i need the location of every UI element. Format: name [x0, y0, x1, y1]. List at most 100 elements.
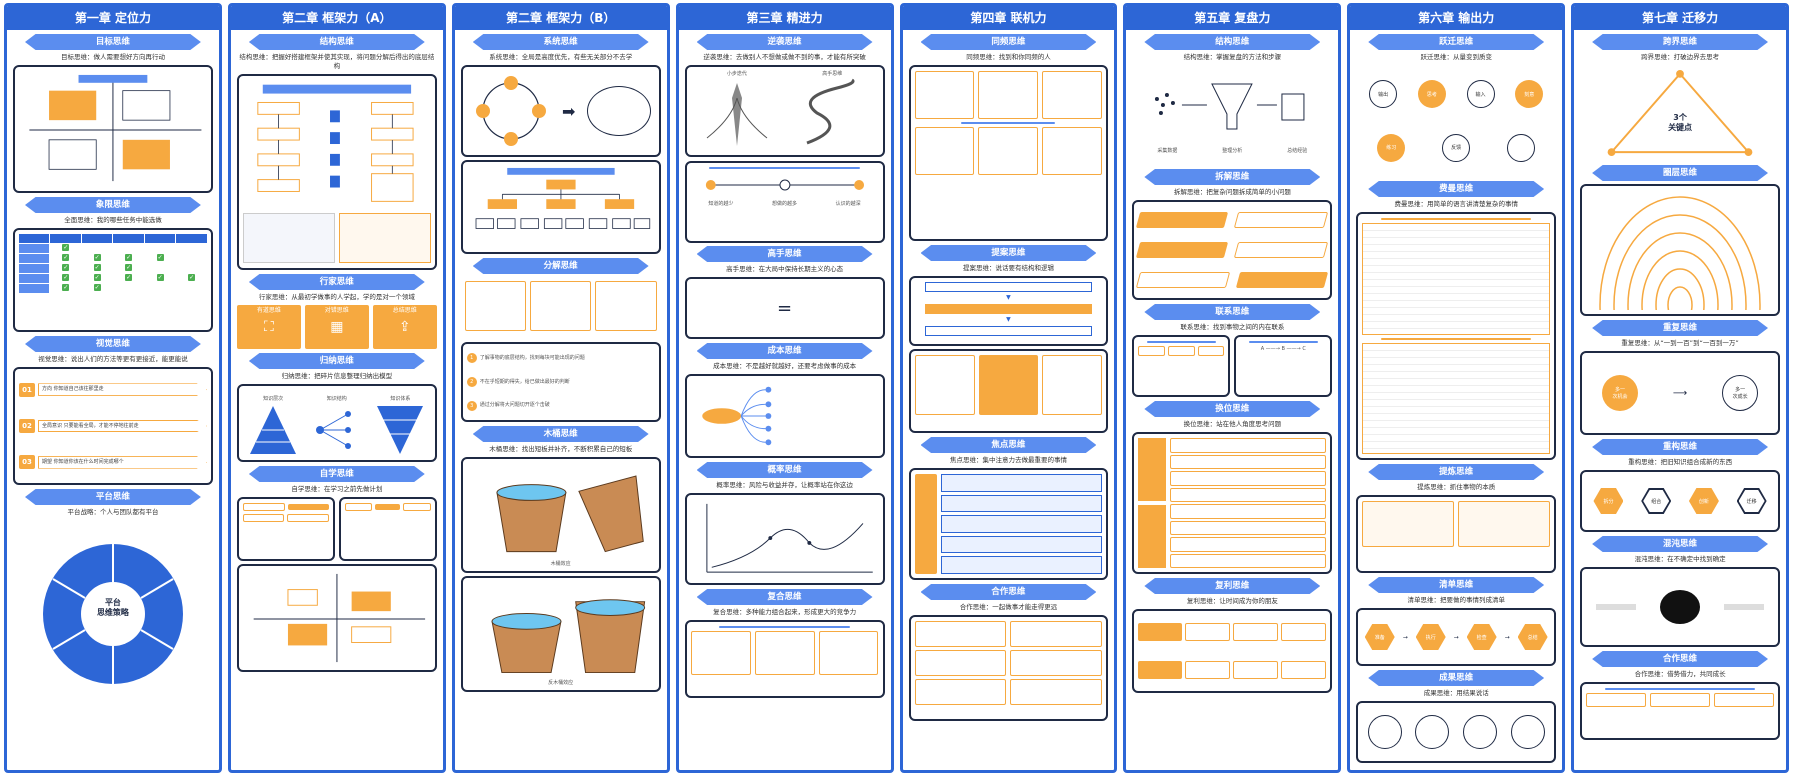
bucket-label: 反木桶效应	[548, 679, 574, 686]
triangle-panel: 3个 关键点	[1580, 65, 1780, 161]
rings-panel	[1580, 184, 1780, 316]
section-heading: 合作思维	[1592, 651, 1768, 667]
section-heading: 木桶思维	[472, 426, 649, 442]
circle-node: 练习	[1377, 133, 1406, 162]
list-item: 01 方向 你知道自己该往那里走	[19, 382, 207, 397]
check-icon: ✓	[62, 284, 70, 291]
section-heading: 重复思维	[1592, 320, 1768, 336]
chapter-2b-title: 第二章 框架力（B）	[454, 6, 667, 30]
chapter-5-title: 第五章 复盘力	[1126, 6, 1339, 30]
org-chart	[475, 167, 650, 229]
structure-tree	[257, 84, 414, 202]
note-text: 不在乎短期的得失，给已做出最好的判断	[479, 378, 570, 385]
section-heading: 混沌思维	[1592, 536, 1768, 552]
section-description: 高手思维：在大局中保持长期主义的心态	[726, 265, 844, 273]
step-hex: 检查	[1466, 624, 1497, 650]
section-heading: 结构思维	[248, 34, 425, 50]
chart-label: 知识体系	[390, 395, 411, 402]
section-expert-thinking: 行家思维 行家思维：从最初学做事的人学起，学的是对一个领域 有道思维⛶ 对错思维…	[236, 274, 437, 349]
section-description: 木桶思维：找出短板并补齐，不断积累自己的短板	[489, 445, 633, 453]
section-heading: 结构思维	[1144, 34, 1321, 50]
connection-panel-left	[1132, 335, 1231, 397]
numbered-list-panel: 01 方向 你知道自己该往那里走 02 全局意识 只要能看全局，才能不停地往前走…	[13, 367, 213, 485]
empathy-panel	[1132, 432, 1333, 574]
section-induction-thinking: 归纳思维 归纳思维：把碎片信息整理归纳出模型 知识层次 知识结构 知识体系	[236, 353, 437, 462]
chapter-3-column: 第三章 精进力 逆袭思维 逆袭思维：去做别人不想做或做不到的事，才能有所突破 小…	[675, 3, 894, 773]
tree-shape	[315, 411, 351, 449]
section-description: 平台战略：个人与团队都有平台	[67, 508, 159, 516]
section-heading: 平台思维	[25, 489, 201, 505]
chapter-7-column: 第七章 迁移力 跨界思维 跨界思维：打破边界去思考 3个 关键点 圈层思维	[1571, 3, 1789, 773]
tag-card: 总结思维⇪	[372, 305, 437, 349]
section-heading: 逆袭思维	[696, 34, 873, 50]
section-description: 联系思维：找到事物之间的内在联系	[1180, 323, 1285, 331]
section-heading: 换位思维	[1144, 401, 1321, 417]
chapter-2a-column: 第二章 框架力（A） 结构思维 结构思维：把握好搭建框架并使其实现，将问题分解后…	[227, 3, 446, 773]
circle-node: 输入	[1466, 80, 1495, 109]
section-cooperation-thinking: 合作思维 合作思维：一起做事才能走得更远	[908, 584, 1109, 721]
section-description: 复利思维：让时间成为你的朋友	[1186, 597, 1278, 605]
section-goal-thinking: 目标思维 目标思维：做人需要想好方向再行动	[13, 34, 213, 193]
cooperation-grid	[908, 615, 1109, 721]
frequency-panel	[908, 65, 1109, 241]
chapter-1-title: 第一章 定位力	[7, 6, 219, 30]
section-probability-thinking: 概率思维 概率思维：风险与收益并存，让概率站在你这边	[684, 462, 885, 585]
result-ellipse	[586, 86, 651, 136]
org-chart-panel	[460, 160, 661, 254]
section-heading: 目标思维	[25, 34, 201, 50]
section-description: 同频思维：找到和你同频的人	[966, 53, 1051, 61]
quadrant-panel	[13, 65, 213, 193]
item-text: 期望 你知道你该在什么时间完成哪个	[38, 456, 207, 469]
section-description: 逆袭思维：去做别人不想做或做不到的事，才能有所突破	[703, 53, 866, 61]
funnel-shape	[377, 406, 424, 454]
section-description: 合作思维：一起做事才能走得更远	[959, 603, 1058, 611]
section-same-frequency-thinking: 同频思维 同频思维：找到和你同频的人	[908, 34, 1109, 241]
section-description: 费曼思维：用简单的语言讲清楚复杂的事情	[1394, 200, 1518, 208]
funnel-process-diagram	[1155, 83, 1305, 130]
chapter-2b-column: 第二章 框架力（B） 系统思维 系统思维：全局是高度优先，有些无关部分不去学 ➡	[451, 3, 670, 773]
section-circle-thinking: 圈层思维	[1580, 165, 1780, 316]
leap-circles: 输出思考输入刻意 练习反馈	[1356, 65, 1557, 177]
structure-tree-panel	[236, 74, 437, 270]
section-heading: 分解思维	[472, 258, 649, 274]
road-label: 高手思维	[822, 71, 843, 77]
bucket-label: 木桶效应	[550, 560, 571, 567]
section-connection-thinking: 联系思维 联系思维：找到事物之间的内在联系 A ——→ B ——→ C	[1132, 304, 1333, 397]
section-leap-thinking: 跃迁思维 跃迁思维：从量变到质变 输出思考输入刻意 练习反馈	[1356, 34, 1557, 177]
check-icon: ✓	[62, 274, 70, 281]
connection-panel-right: A ——→ B ——→ C	[1234, 335, 1333, 397]
section-description: 全面思维：我的哪些任务中能选做	[64, 216, 162, 224]
section-heading: 提案思维	[920, 245, 1097, 261]
tag-card: 有道思维⛶	[236, 305, 301, 349]
timeline-step: 知道的越少	[708, 201, 734, 207]
section-description: 重构思维：把旧知识组合成新的东西	[1628, 458, 1733, 466]
chapter-6-column: 第六章 输出力 跃迁思维 跃迁思维：从量变到质变 输出思考输入刻意 练习反馈 费…	[1347, 3, 1566, 773]
section-heading: 联系思维	[1144, 304, 1321, 320]
section-description: 重复思维：从“一到一百”到“一百到一万”	[1621, 339, 1739, 347]
item-text: 方向 你知道自己该往那里走	[38, 383, 207, 396]
section-description: 合作思维：借势借力，共同成长	[1634, 670, 1726, 678]
section-structure-thinking: 结构思维 结构思维：把握好搭建框架并使其实现，将问题分解后得出的底层结构	[236, 34, 437, 270]
section-description: 自学思维：在学习之前先做计划	[291, 485, 383, 493]
cooperation-panel	[1580, 682, 1780, 740]
section-description: 结构思维：把握好搭建框架并使其实现，将问题分解后得出的底层结构	[239, 53, 435, 70]
bucket-illustration-2	[491, 599, 645, 674]
hex-node: 迁移	[1736, 488, 1767, 514]
section-cost-thinking: 成本思维 成本思维：不是越好就越好，还要考虑做事的成本	[684, 343, 885, 458]
section-counterattack-thinking: 逆袭思维 逆袭思维：去做别人不想做或做不到的事，才能有所突破 小步迭代 高手思维	[684, 34, 885, 157]
triangle-center-label: 3个 关键点	[1668, 113, 1693, 132]
section-description: 跃迁思维：从量变到质变	[1420, 53, 1492, 61]
probability-curve	[706, 503, 873, 573]
proposal-boxes	[908, 349, 1109, 433]
tag-card: 对错思维▦	[304, 305, 369, 349]
chapter-4-column: 第四章 联机力 同频思维 同频思维：找到和你同频的人 提案思维 提案思维：说话要…	[899, 3, 1118, 773]
step-hex: 准备	[1364, 624, 1395, 650]
section-feynman-thinking: 费曼思维 费曼思维：用简单的语言讲清楚复杂的事情	[1356, 181, 1557, 460]
chapter-2a-title: 第二章 框架力（A）	[230, 6, 443, 30]
section-description: 系统思维：全局是高度优先，有些无关部分不去学	[489, 53, 633, 61]
check-icon: ✓	[62, 244, 70, 251]
scan-icon: ⛶	[263, 318, 274, 335]
section-description: 拆解思维：把复杂问题拆成简单的小问题	[1173, 188, 1291, 196]
repeat-panel: 多一 次机会 ⟶ 多一 次成长	[1580, 351, 1780, 435]
